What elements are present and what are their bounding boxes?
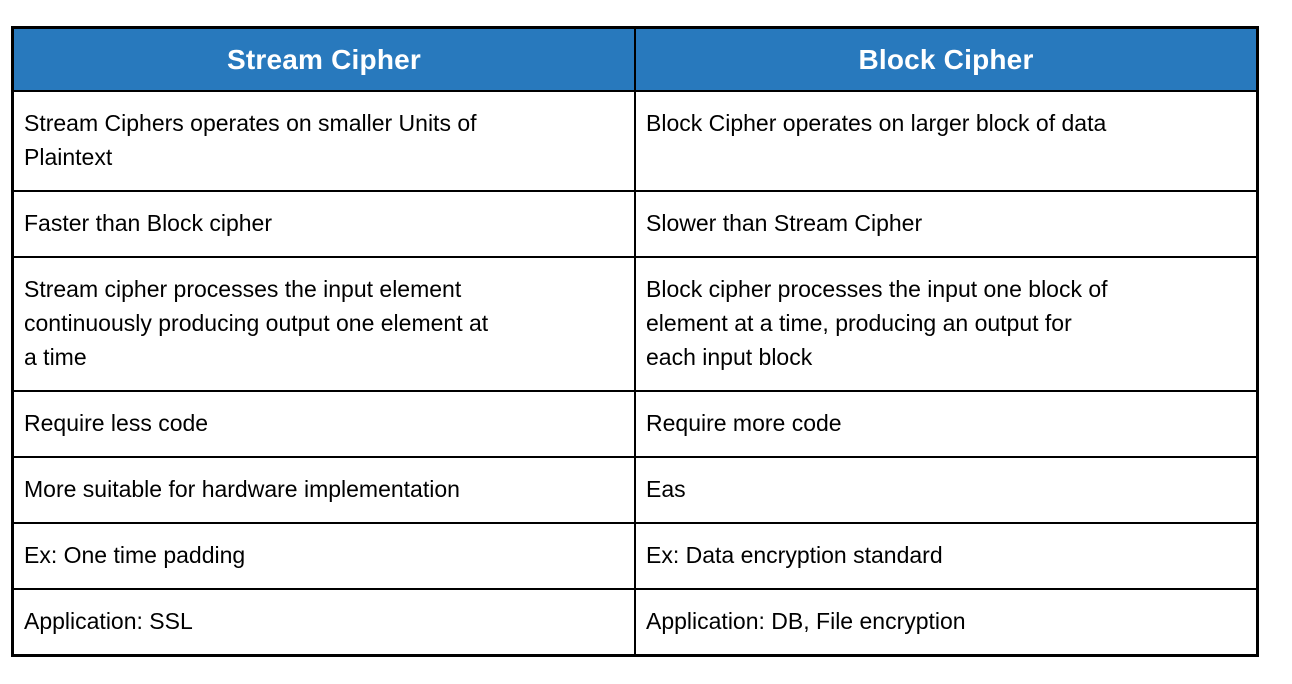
header-row: Stream Cipher Block Cipher	[11, 26, 1259, 92]
cell-text: More suitable for hardware implementatio…	[24, 476, 460, 502]
cell-text: Require more code	[646, 410, 842, 436]
cell-text: Block Cipher operates on larger block of…	[646, 110, 1107, 136]
cell-text: Stream cipher processes the input elemen…	[24, 276, 489, 370]
column-header-stream-cipher: Stream Cipher	[11, 26, 636, 92]
table-cell-block-cipher: Require more code	[634, 390, 1259, 458]
table-cell-block-cipher: Application: DB, File encryption	[634, 588, 1259, 657]
table-cell-stream-cipher: Ex: One time padding	[11, 522, 636, 590]
cell-text: Application: DB, File encryption	[646, 608, 966, 634]
cipher-comparison-table: Stream Cipher Block Cipher Stream Cipher…	[11, 26, 1259, 657]
cell-text: Ex: Data encryption standard	[646, 542, 943, 568]
cell-text: Eas	[646, 476, 686, 502]
table-row: Faster than Block cipher Slower than Stre…	[11, 190, 1259, 258]
table-cell-stream-cipher: Faster than Block cipher	[11, 190, 636, 258]
table-cell-stream-cipher: Stream cipher processes the input elemen…	[11, 256, 636, 392]
table-cell-block-cipher: Block Cipher operates on larger block of…	[634, 90, 1259, 192]
table-header: Stream Cipher Block Cipher	[11, 26, 1259, 92]
cell-text: Slower than Stream Cipher	[646, 210, 923, 236]
cell-text: Ex: One time padding	[24, 542, 246, 568]
cell-text: Require less code	[24, 410, 209, 436]
table-row: Ex: One time padding Ex: Data encryption …	[11, 522, 1259, 590]
table-row: Stream cipher processes the input elemen…	[11, 256, 1259, 392]
cell-text: Faster than Block cipher	[24, 210, 273, 236]
cell-text: Stream Ciphers operates on smaller Units…	[24, 110, 477, 170]
table-cell-block-cipher: Eas	[634, 456, 1259, 524]
table-cell-block-cipher: Slower than Stream Cipher	[634, 190, 1259, 258]
cell-text: Application: SSL	[24, 608, 193, 634]
table-row: Stream Ciphers operates on smaller Units…	[11, 90, 1259, 192]
table-body: Stream Ciphers operates on smaller Units…	[11, 90, 1259, 657]
table-cell-stream-cipher: Require less code	[11, 390, 636, 458]
table-cell-stream-cipher: Stream Ciphers operates on smaller Units…	[11, 90, 636, 192]
table-cell-stream-cipher: More suitable for hardware implementatio…	[11, 456, 636, 524]
table-cell-block-cipher: Block cipher processes the input one blo…	[634, 256, 1259, 392]
table-row: Application: SSL Application: DB, File en…	[11, 588, 1259, 657]
table-row: Require less code Require more code	[11, 390, 1259, 458]
table-cell-stream-cipher: Application: SSL	[11, 588, 636, 657]
table-row: More suitable for hardware implementatio…	[11, 456, 1259, 524]
table-cell-block-cipher: Ex: Data encryption standard	[634, 522, 1259, 590]
cell-text: Block cipher processes the input one blo…	[646, 276, 1108, 370]
column-header-block-cipher: Block Cipher	[634, 26, 1259, 92]
